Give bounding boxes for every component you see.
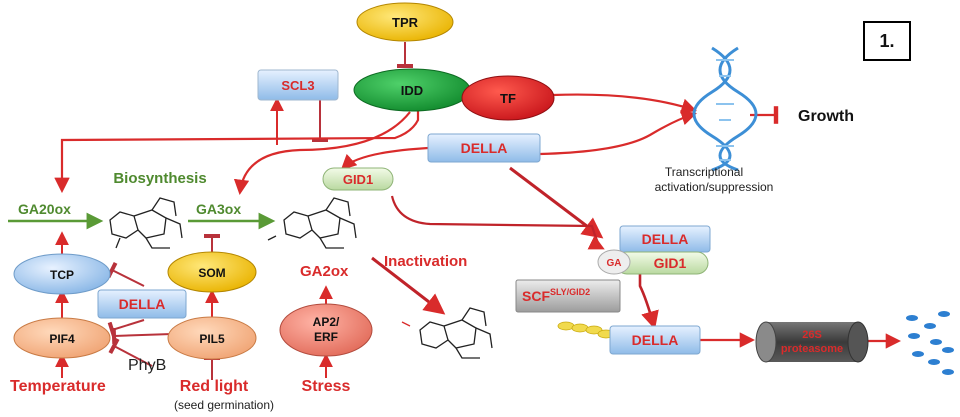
phyb-label: PhyB xyxy=(128,357,166,374)
tcp-node: TCP xyxy=(13,253,111,295)
biosynthesis-label: Biosynthesis xyxy=(113,170,206,187)
phyb-inhibits-pif4-edge xyxy=(108,337,153,367)
temperature-label: Temperature xyxy=(10,378,106,395)
panel-label: 1. xyxy=(879,31,894,51)
della-ga-gid1-complex: DELLA GID1 GA xyxy=(597,225,711,275)
ap2-label-line2: ERF xyxy=(314,330,338,344)
stress-label: Stress xyxy=(302,378,351,395)
tf-node: TF xyxy=(461,75,555,121)
della-complex-label: DELLA xyxy=(642,231,689,247)
dna-helix-icon xyxy=(692,46,758,172)
della-left-label: DELLA xyxy=(119,296,166,312)
idd-node: IDD xyxy=(353,68,471,112)
gid1-complex-label: GID1 xyxy=(654,255,687,271)
panel-label-box xyxy=(863,21,911,61)
ga-badge-label: GA xyxy=(607,258,622,269)
scl3-label: SCL3 xyxy=(281,78,314,93)
proteasome-barrel-icon: 26S proteasome xyxy=(755,321,869,363)
della-inhibits-pif4-edge xyxy=(107,319,145,339)
pil5-node: PIL5 xyxy=(167,316,257,360)
ga-precursor-molecule-icon xyxy=(109,197,183,249)
ga-to-complex-edge xyxy=(390,195,605,250)
pil5-inhibits-pif4-edge xyxy=(111,327,173,345)
della-left-node: DELLA xyxy=(97,289,187,319)
transcription-label-2: activation/suppression xyxy=(655,180,774,194)
della-bottom-node: DELLA xyxy=(609,325,701,355)
scf-complex-node: SCFSLY/GID2 xyxy=(515,279,621,313)
growth-label: Growth xyxy=(798,108,854,125)
proteasome-label-1: 26S xyxy=(802,329,822,341)
complex-to-della-edge xyxy=(638,262,659,330)
proteasome-label-2: proteasome xyxy=(781,343,843,355)
ga3ox-label: GA3ox xyxy=(196,201,241,217)
della-to-gid1-edge xyxy=(340,146,429,171)
ap2-label-line1: AP2/ xyxy=(313,315,340,329)
idd-to-ga3ox-edge xyxy=(233,111,411,196)
della-top-node: DELLA xyxy=(427,133,541,163)
della-bottom-label: DELLA xyxy=(632,332,679,348)
ga-active-molecule-icon xyxy=(267,197,357,249)
seed-germination-label: (seed germination) xyxy=(174,398,274,412)
ga20ox-label: GA20ox xyxy=(18,201,71,217)
tpr-label: TPR xyxy=(392,15,419,30)
pil5-label: PIL5 xyxy=(199,332,225,346)
som-node: SOM xyxy=(167,251,257,293)
ubiquitin-chain-icon xyxy=(557,321,615,339)
tf-label: TF xyxy=(500,91,516,106)
tpr-node: TPR xyxy=(356,2,454,42)
gid1-top-label: GID1 xyxy=(343,172,373,187)
idd-label: IDD xyxy=(401,83,423,98)
tf-to-dna-edge xyxy=(552,93,697,114)
ga-inactive-molecule-icon xyxy=(401,307,493,359)
scl3-node: SCL3 xyxy=(257,69,339,101)
svg-text:SCFSLY/GID2: SCFSLY/GID2 xyxy=(522,287,590,304)
ap2-erf-node: AP2/ ERF xyxy=(279,303,373,357)
della-top-label: DELLA xyxy=(461,140,508,156)
red-light-label: Red light xyxy=(180,378,249,395)
transcription-label-1: Transcriptional xyxy=(665,165,743,179)
idd-to-ga20ox-edge xyxy=(54,110,420,194)
pif4-label: PIF4 xyxy=(49,332,75,346)
tcp-label: TCP xyxy=(50,268,74,282)
della-to-complex-edge xyxy=(509,166,604,239)
scf-label: SCF xyxy=(522,288,550,304)
scf-superscript-label: SLY/GID2 xyxy=(550,287,590,297)
som-label: SOM xyxy=(198,266,225,280)
pif4-node: PIF4 xyxy=(13,317,111,359)
inactivation-arrow xyxy=(371,256,446,315)
della-inhibits-tcp-edge xyxy=(106,261,145,287)
inactivation-label: Inactivation xyxy=(384,253,467,270)
degraded-peptide-icon xyxy=(906,311,954,375)
ga2ox-label: GA2ox xyxy=(300,263,349,280)
gid1-top-node: GID1 xyxy=(322,167,394,191)
della-to-dna-edge xyxy=(539,110,697,156)
